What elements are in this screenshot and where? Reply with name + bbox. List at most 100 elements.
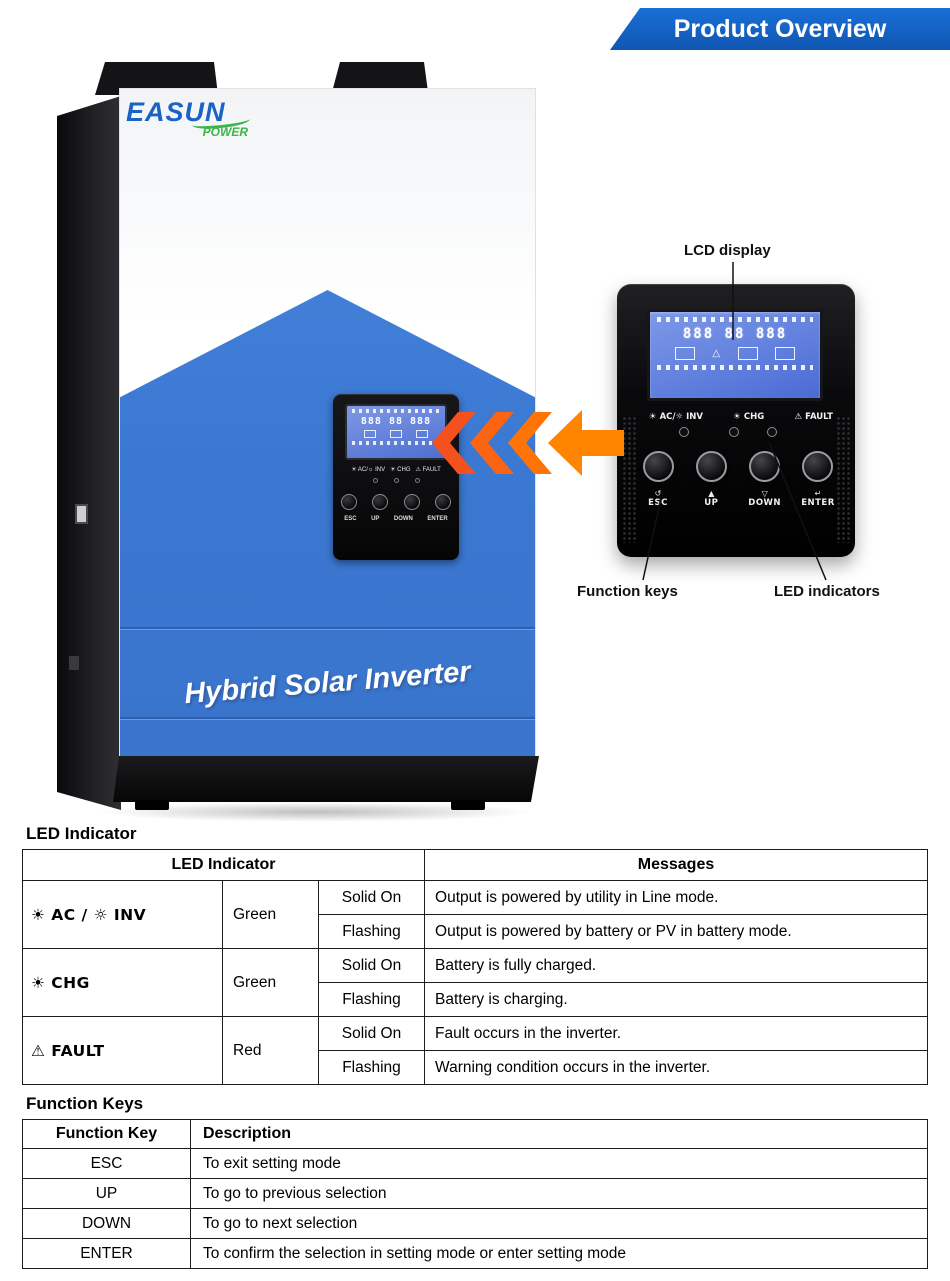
inverter-foot (135, 800, 169, 810)
lcd-digits: 888 88 888 (682, 326, 788, 342)
led-dot-chg (729, 427, 739, 437)
state-cell: Flashing (317, 914, 426, 949)
led-label-ac-inv: ☀ AC/☼ INV (649, 412, 703, 422)
led-section-heading: LED Indicator (26, 824, 137, 843)
zoom-arrows (432, 410, 624, 476)
up-button[interactable] (696, 451, 727, 482)
panel-seam (120, 627, 535, 629)
panel-seam (120, 717, 535, 719)
table-row: DOWN To go to next selection (22, 1208, 928, 1239)
ground-shadow (95, 802, 535, 822)
down-label: DOWN (748, 498, 782, 508)
led-dot-ac-inv (679, 427, 689, 437)
color-cell: Green (222, 948, 319, 1017)
description-cell: To confirm the selection in setting mode… (190, 1238, 928, 1269)
lcd-screen: 888 88 888 △ (647, 309, 823, 401)
mounting-bracket-right (332, 62, 428, 92)
lcd-digits: 888 88 888 (360, 416, 432, 427)
led-label-row-mini: ☀ AC/☼ INV ☀ CHG ⚠ FAULT (333, 466, 459, 473)
panel-grip-right (836, 416, 850, 543)
brand-name: EASUN (126, 97, 226, 127)
lcd-icon-row: △ (666, 347, 804, 360)
up-label: UP (704, 498, 719, 508)
inverter-image: EASUN POWER 888 88 888 ☀ AC/☼ I (55, 58, 535, 822)
led-label-chg: ☀ CHG (733, 412, 765, 422)
led-table-header-messages: Messages (424, 849, 928, 881)
up-button (372, 494, 389, 510)
led-label-fault: ⚠ FAULT (794, 412, 833, 422)
led-indicator-table: LED Indicator Messages ☀ AC / ☼ INV Gree… (21, 849, 928, 1085)
led-label-chg: ☀ CHG (390, 467, 411, 473)
arrow-solid (548, 410, 624, 476)
message-cell: Battery is charging. (424, 982, 928, 1017)
lcd-segment (657, 365, 813, 370)
table-row: ☀ AC / ☼ INV Green Solid On Output is po… (22, 880, 928, 949)
color-cell: Green (222, 880, 319, 949)
arrow-chevron (432, 412, 476, 474)
led-dot (393, 478, 399, 483)
enter-button[interactable] (802, 451, 833, 482)
esc-button (341, 494, 357, 510)
control-panel-zoom: 888 88 888 △ ☀ AC/☼ INV ☀ CHG ⚠ FAULT (617, 284, 855, 557)
side-connector (69, 656, 79, 670)
table-row: Flashing Output is powered by battery or… (23, 914, 928, 949)
esc-key: ↺ ESC (633, 489, 683, 508)
function-key-cell: ESC (22, 1148, 191, 1179)
state-cell: Solid On (317, 948, 426, 983)
down-icon: ▽ (761, 489, 768, 498)
button-row-mini (341, 494, 451, 510)
esc-label: ESC (648, 498, 668, 508)
down-button[interactable] (749, 451, 780, 482)
callout-led-indicators: LED indicators (774, 583, 880, 600)
inverter-base (113, 756, 539, 802)
lcd-icon (364, 430, 376, 438)
table-row: ESC To exit setting mode (22, 1148, 928, 1179)
enter-label: ENTER (427, 516, 448, 522)
led-dot (414, 478, 420, 483)
lcd-segment (352, 409, 440, 413)
tables-section: LED Indicator LED Indicator Messages ☀ A… (21, 824, 928, 1269)
up-key: ▲ UP (686, 489, 736, 508)
indicator-cell-fault: ⚠ FAULT (22, 1016, 223, 1085)
esc-button[interactable] (643, 451, 674, 482)
warning-icon: △ (712, 348, 721, 359)
control-panel-mini: 888 88 888 ☀ AC/☼ INV ☀ CHG ⚠ FAULT (333, 394, 459, 560)
led-label-row: ☀ AC/☼ INV ☀ CHG ⚠ FAULT (649, 412, 833, 422)
fk-header-key: Function Key (22, 1119, 191, 1149)
led-dot-fault (767, 427, 777, 437)
led-dot (372, 478, 378, 483)
table-row: ENTER To confirm the selection in settin… (22, 1238, 928, 1269)
page-banner: Product Overview (610, 8, 950, 50)
button-row (643, 451, 833, 482)
color-cell: Red (222, 1016, 319, 1085)
inverter-icon (737, 347, 758, 360)
description-cell: To go to next selection (190, 1208, 928, 1239)
banner-title: Product Overview (673, 14, 887, 43)
up-icon: ▲ (708, 489, 715, 498)
led-table-header-row: LED Indicator Messages (21, 849, 928, 881)
function-key-cell: DOWN (22, 1208, 191, 1239)
brand-logo: EASUN POWER (126, 97, 258, 139)
table-row: ☀ CHG Green Solid On Battery is fully ch… (22, 948, 928, 1017)
function-keys-heading: Function Keys (26, 1094, 144, 1113)
battery-icon (775, 347, 796, 360)
button-label-row-mini: ESC UP DOWN ENTER (337, 516, 455, 522)
down-label: DOWN (393, 516, 413, 522)
arrow-chevron (508, 412, 552, 474)
message-cell: Warning condition occurs in the inverter… (424, 1050, 928, 1085)
lcd-icon-row (357, 430, 435, 438)
callout-function-keys: Function keys (577, 583, 678, 600)
esc-label: ESC (344, 516, 357, 522)
function-key-cell: ENTER (22, 1238, 191, 1269)
arrow-chevron (470, 412, 514, 474)
led-label-fault: ⚠ FAULT (415, 467, 441, 473)
fk-table-header-row: Function Key Description (22, 1119, 928, 1149)
button-label-row: ↺ ESC ▲ UP ▽ DOWN ↵ ENTER (633, 489, 843, 508)
up-label: UP (371, 516, 380, 522)
table-row: Flashing Battery is charging. (23, 982, 928, 1017)
state-cell: Solid On (317, 1016, 426, 1051)
function-key-cell: UP (22, 1178, 191, 1209)
table-row: UP To go to previous selection (22, 1178, 928, 1209)
front-blue-cover (120, 290, 535, 759)
